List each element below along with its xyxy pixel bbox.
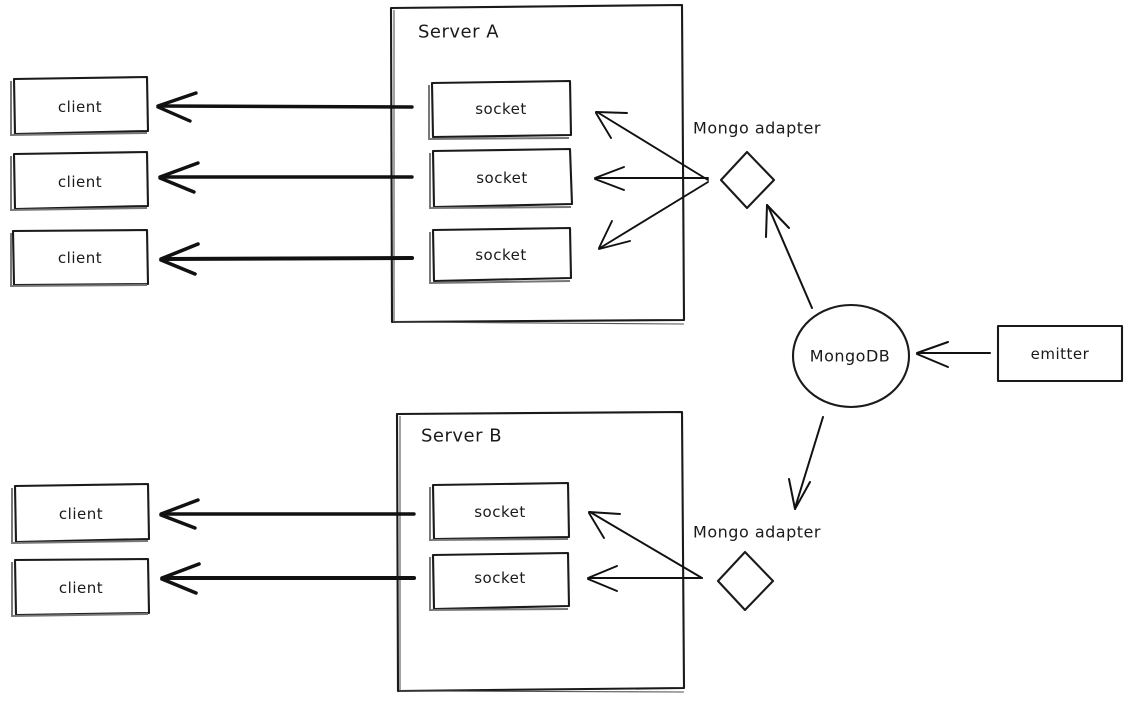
- client-box-3[interactable]: [10, 228, 150, 288]
- mongodb-node[interactable]: [791, 303, 911, 409]
- arrow-adapter-b-to-socket-b1: [588, 511, 703, 579]
- socket-box-b2[interactable]: [429, 551, 571, 612]
- arrow-mongodb-to-adapter-b: [788, 416, 824, 510]
- server-a-label: Server A: [418, 21, 500, 43]
- mongo-adapter-a-diamond[interactable]: [719, 150, 776, 210]
- socket-box-a2[interactable]: [429, 147, 574, 210]
- server-b-label: Server B: [421, 425, 503, 447]
- client-1-label: client: [57, 98, 103, 116]
- emitter-label: emitter: [1030, 345, 1090, 363]
- arrow-socket-a3-to-client-3: [159, 242, 415, 276]
- client-4-label: client: [58, 505, 104, 523]
- server-b-container[interactable]: [395, 410, 686, 693]
- socket-a2-label: socket: [476, 169, 528, 187]
- socket-box-a3[interactable]: [429, 226, 573, 285]
- arrow-mongodb-to-adapter-a: [765, 204, 813, 309]
- server-a-container[interactable]: [389, 3, 686, 325]
- arrow-adapter-a-to-socket-a1: [595, 111, 709, 181]
- arrow-socket-b1-to-client-4: [159, 498, 416, 530]
- mongodb-label: MongoDB: [809, 346, 891, 366]
- client-box-5[interactable]: [11, 557, 151, 618]
- mongo-adapter-b-label: Mongo adapter: [693, 522, 821, 542]
- client-box-2[interactable]: [10, 150, 150, 212]
- mongo-adapter-b-diamond[interactable]: [716, 550, 775, 612]
- socket-a3-label: socket: [475, 246, 527, 264]
- arrow-adapter-a-to-socket-a2: [594, 166, 709, 191]
- arrow-adapter-b-to-socket-b2: [587, 565, 703, 592]
- mongo-adapter-a-label: Mongo adapter: [693, 118, 821, 138]
- client-5-label: client: [58, 579, 104, 597]
- arrow-adapter-a-to-socket-a3: [598, 181, 709, 250]
- arrow-socket-a2-to-client-2: [158, 161, 414, 194]
- client-3-label: client: [57, 249, 103, 267]
- client-2-label: client: [57, 173, 103, 191]
- emitter-box[interactable]: [996, 324, 1124, 383]
- client-box-4[interactable]: [11, 482, 151, 545]
- socket-box-a1[interactable]: [428, 79, 573, 141]
- client-box-1[interactable]: [10, 75, 150, 137]
- socket-b2-label: socket: [474, 569, 526, 587]
- arrow-emitter-to-mongodb: [916, 341, 991, 368]
- arrow-socket-a1-to-client-1: [156, 91, 414, 123]
- socket-a1-label: socket: [475, 100, 527, 118]
- arrow-socket-b2-to-client-5: [160, 562, 417, 595]
- socket-b1-label: socket: [474, 503, 526, 521]
- socket-box-b1[interactable]: [429, 481, 571, 542]
